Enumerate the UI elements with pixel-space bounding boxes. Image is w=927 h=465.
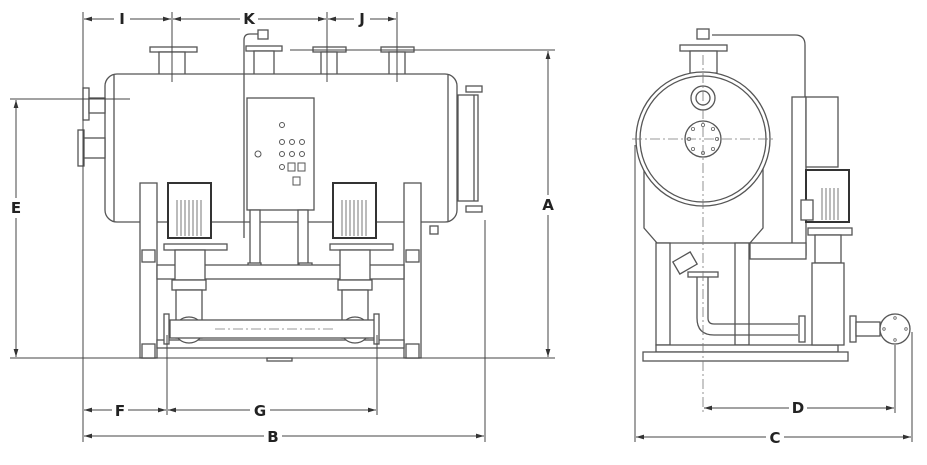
- dim-label-I: I: [119, 10, 125, 28]
- sight-glass: [429, 85, 483, 235]
- side-control-panel: [791, 96, 807, 256]
- dim-label-D: D: [792, 399, 804, 417]
- dim-label-K: K: [243, 10, 256, 28]
- control-panel: [246, 97, 315, 278]
- dim-label-G: G: [254, 402, 266, 420]
- side-pump: [798, 169, 857, 346]
- front-view: I K J E A F G B: [8, 10, 556, 446]
- front-dimensions: I K J E A F G B: [8, 10, 556, 446]
- side-nozzles: [77, 87, 106, 167]
- manifold: [163, 313, 380, 362]
- dim-label-C: C: [769, 429, 780, 447]
- dim-label-J: J: [358, 10, 365, 28]
- dim-label-E: E: [11, 199, 21, 217]
- side-view: D C: [632, 28, 913, 447]
- dim-label-B: B: [267, 428, 278, 446]
- dim-label-F: F: [115, 402, 125, 420]
- dim-label-A: A: [542, 196, 554, 214]
- discharge-flange: [879, 313, 911, 345]
- side-dimensions: D C: [634, 55, 913, 447]
